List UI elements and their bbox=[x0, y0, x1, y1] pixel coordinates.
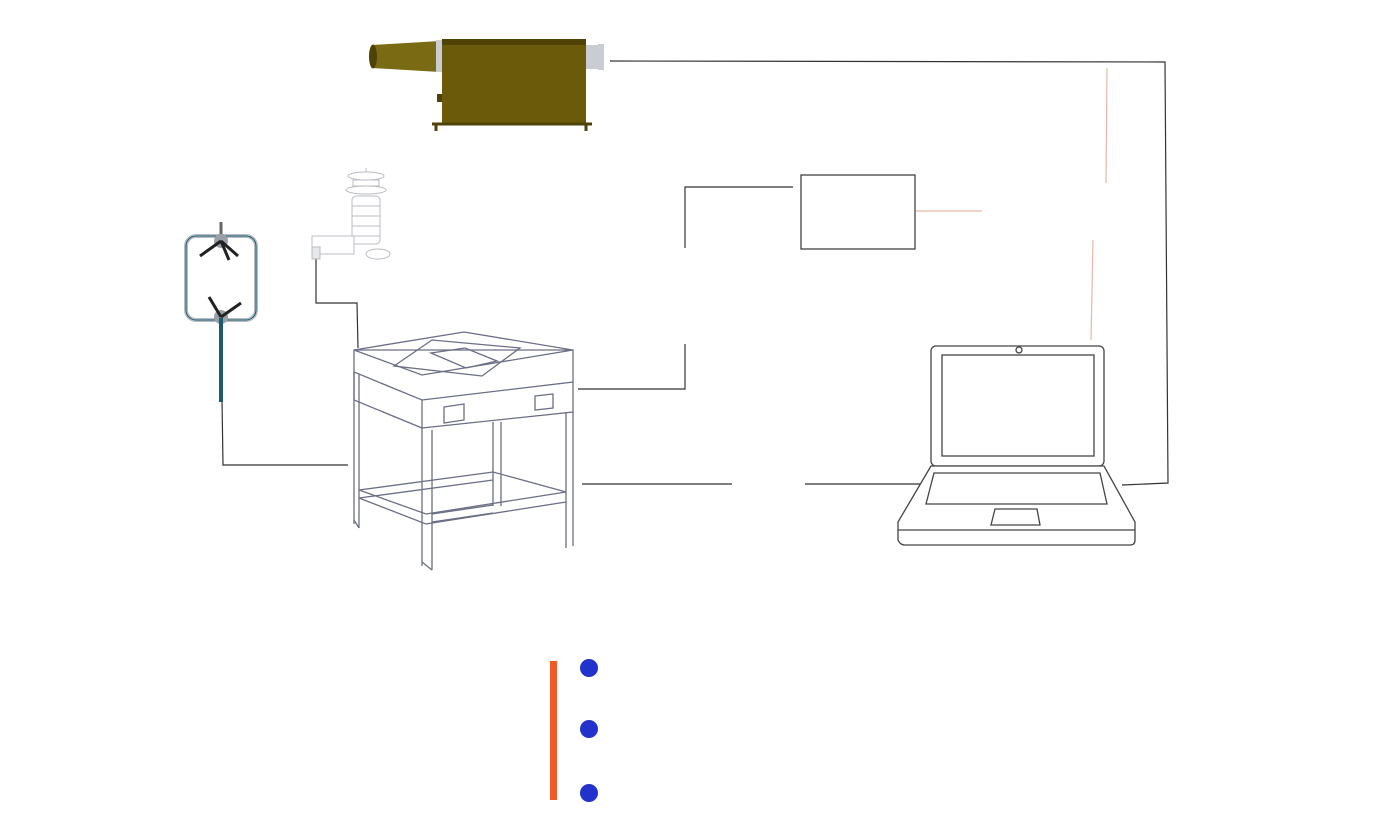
box-node bbox=[800, 174, 916, 250]
legend-item bbox=[580, 784, 1280, 804]
connector-faint-vertical-bottom bbox=[1090, 239, 1094, 341]
connector-anemometer-to-table bbox=[221, 399, 348, 466]
table-icon bbox=[353, 331, 574, 571]
legend-bar bbox=[550, 661, 557, 800]
legend-dot bbox=[580, 720, 598, 738]
connector-table-to-box bbox=[578, 344, 686, 390]
telescope-device-icon bbox=[369, 39, 604, 131]
legend-dot bbox=[580, 784, 598, 802]
legend-item bbox=[580, 720, 1280, 740]
weather-station-icon bbox=[311, 168, 391, 260]
connector-scintillometer-to-laptop bbox=[609, 60, 1169, 486]
laptop-icon bbox=[897, 345, 1136, 546]
legend-item bbox=[580, 659, 1280, 679]
connector-faint-vertical-top bbox=[1105, 67, 1108, 184]
legend-dot bbox=[580, 659, 598, 677]
connectors bbox=[221, 60, 1169, 486]
connector-weather-station-to-table bbox=[315, 258, 359, 349]
sonic-anemometer-icon bbox=[184, 222, 258, 402]
connector-box-left bbox=[684, 186, 793, 248]
